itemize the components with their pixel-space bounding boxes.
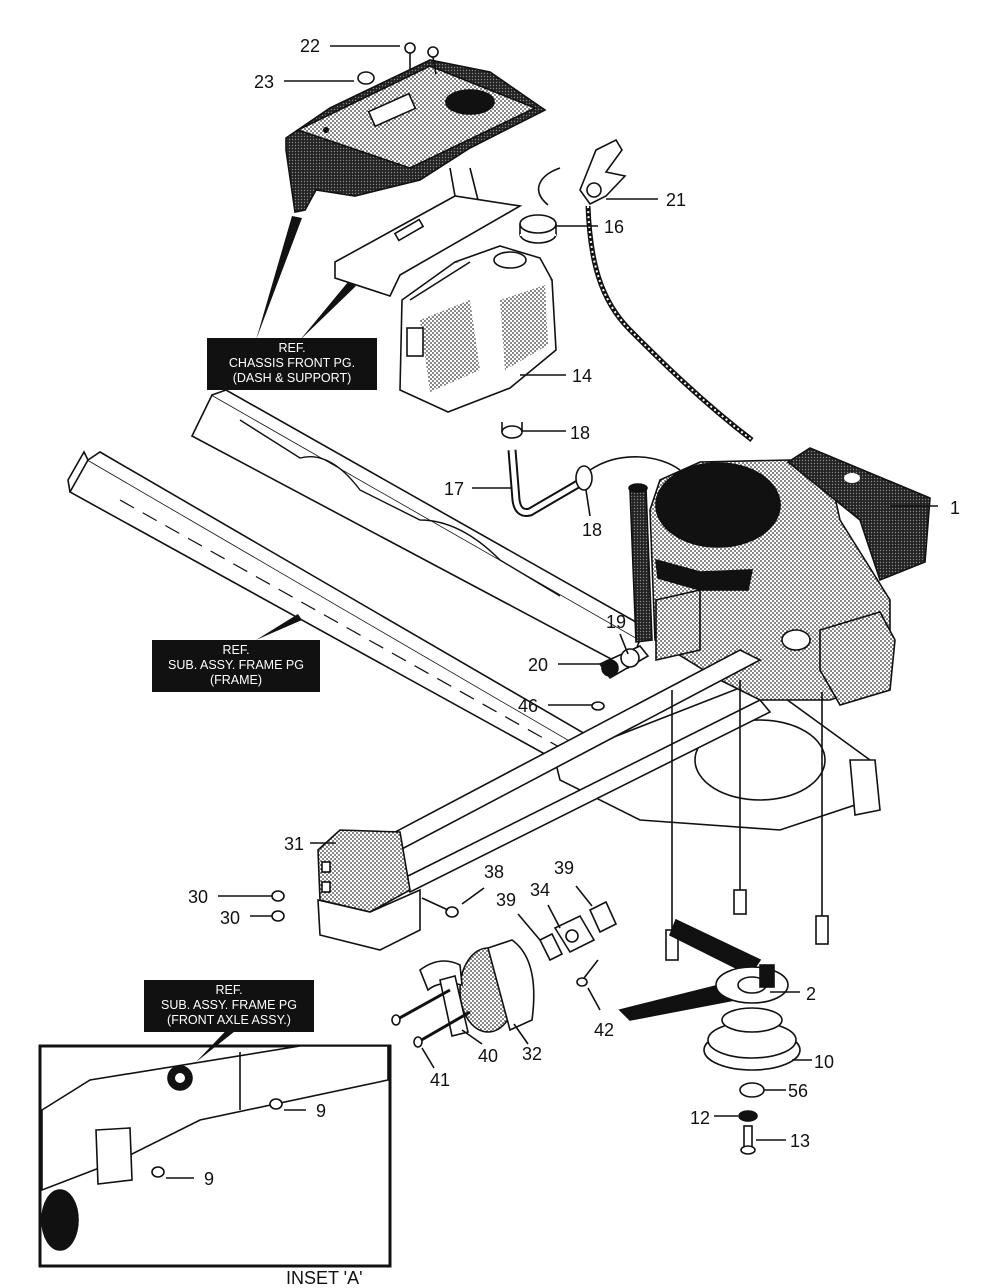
part-labels: 22 23 21 16 14 18 17 18 1 19 20 46 31 38… <box>188 36 960 1288</box>
label-20: 20 <box>528 655 548 675</box>
label-16: 16 <box>604 217 624 237</box>
spacer-56 <box>739 1082 765 1098</box>
label-41: 41 <box>430 1070 450 1090</box>
dash-support-bracket <box>334 167 523 297</box>
label-9b: 9 <box>204 1169 214 1189</box>
label-17: 17 <box>444 479 464 499</box>
label-1: 1 <box>950 498 960 518</box>
flange-34 <box>553 914 596 954</box>
muffler-support-19-20 <box>598 645 650 680</box>
bolts-41 <box>391 988 471 1048</box>
label-18a: 18 <box>570 423 590 443</box>
engine-mount-plate <box>554 679 881 831</box>
label-34: 34 <box>530 880 550 900</box>
bolt-38 <box>421 897 459 918</box>
label-23: 23 <box>254 72 274 92</box>
label-22: 22 <box>300 36 320 56</box>
pulley-10 <box>703 1007 801 1071</box>
muffler-32 <box>419 939 535 1033</box>
label-14: 14 <box>572 366 592 386</box>
label-40: 40 <box>478 1046 498 1066</box>
label-31: 31 <box>284 834 304 854</box>
ref-axle-line1: REF. <box>215 983 242 997</box>
label-39b: 39 <box>496 890 516 910</box>
dash-cover <box>285 59 547 213</box>
heat-shield-31 <box>317 829 421 951</box>
label-9a: 9 <box>316 1101 326 1121</box>
bolt-13 <box>740 1125 756 1155</box>
screw-42 <box>576 959 599 987</box>
fuel-line-17 <box>507 449 581 517</box>
ref-box-front-axle: REF. SUB. ASSY. FRAME PG (FRONT AXLE ASS… <box>144 980 314 1032</box>
fuel-cap-16 <box>519 214 557 244</box>
throttle-cable <box>537 167 754 442</box>
label-2: 2 <box>806 984 816 1004</box>
ref-chassis-line3: (DASH & SUPPORT) <box>233 371 352 385</box>
hose-clamp-18b <box>575 456 681 491</box>
ref-box-chassis-front: REF. CHASSIS FRONT PG. (DASH & SUPPORT) <box>207 338 377 390</box>
label-42: 42 <box>594 1020 614 1040</box>
ref-chassis-line1: REF. <box>278 341 305 355</box>
label-18b: 18 <box>582 520 602 540</box>
ref-axle-line2: SUB. ASSY. FRAME PG <box>161 998 297 1012</box>
frame-rail-right <box>190 389 652 670</box>
hose-clamp-18a <box>501 422 523 439</box>
ref-frame-line1: REF. <box>222 643 249 657</box>
label-30b: 30 <box>220 908 240 928</box>
knob-23-part <box>357 71 375 85</box>
gasket-39a <box>538 932 564 962</box>
label-32: 32 <box>522 1044 542 1064</box>
leader-lines <box>166 45 938 1179</box>
pulley-2 <box>715 964 789 1004</box>
label-38: 38 <box>484 862 504 882</box>
ref-frame-line3: (FRAME) <box>210 673 262 687</box>
ref-box-subassy-frame: REF. SUB. ASSY. FRAME PG (FRAME) <box>152 640 320 692</box>
fuel-tank-14 <box>399 245 557 413</box>
label-19: 19 <box>606 612 626 632</box>
label-56: 56 <box>788 1081 808 1101</box>
inset-a <box>38 1044 392 1268</box>
label-21: 21 <box>666 190 686 210</box>
engine-bolts <box>665 680 829 961</box>
ref-axle-line3: (FRONT AXLE ASSY.) <box>167 1013 291 1027</box>
washer-12 <box>738 1110 758 1122</box>
bolt-46 <box>591 701 605 711</box>
screws-30 <box>271 890 285 922</box>
ref-chassis-line2: CHASSIS FRONT PG. <box>229 356 355 370</box>
label-46: 46 <box>518 696 538 716</box>
label-10: 10 <box>814 1052 834 1072</box>
engine-1 <box>649 447 931 706</box>
screw-22-part <box>404 42 439 75</box>
label-13: 13 <box>790 1131 810 1151</box>
throttle-control-21 <box>579 138 627 206</box>
label-12: 12 <box>690 1108 710 1128</box>
label-39a: 39 <box>554 858 574 878</box>
gasket-39b <box>588 900 618 934</box>
label-30a: 30 <box>188 887 208 907</box>
inset-caption: INSET 'A' <box>286 1268 363 1288</box>
dipstick-tube <box>628 483 653 643</box>
ref-frame-line2: SUB. ASSY. FRAME PG <box>168 658 304 672</box>
